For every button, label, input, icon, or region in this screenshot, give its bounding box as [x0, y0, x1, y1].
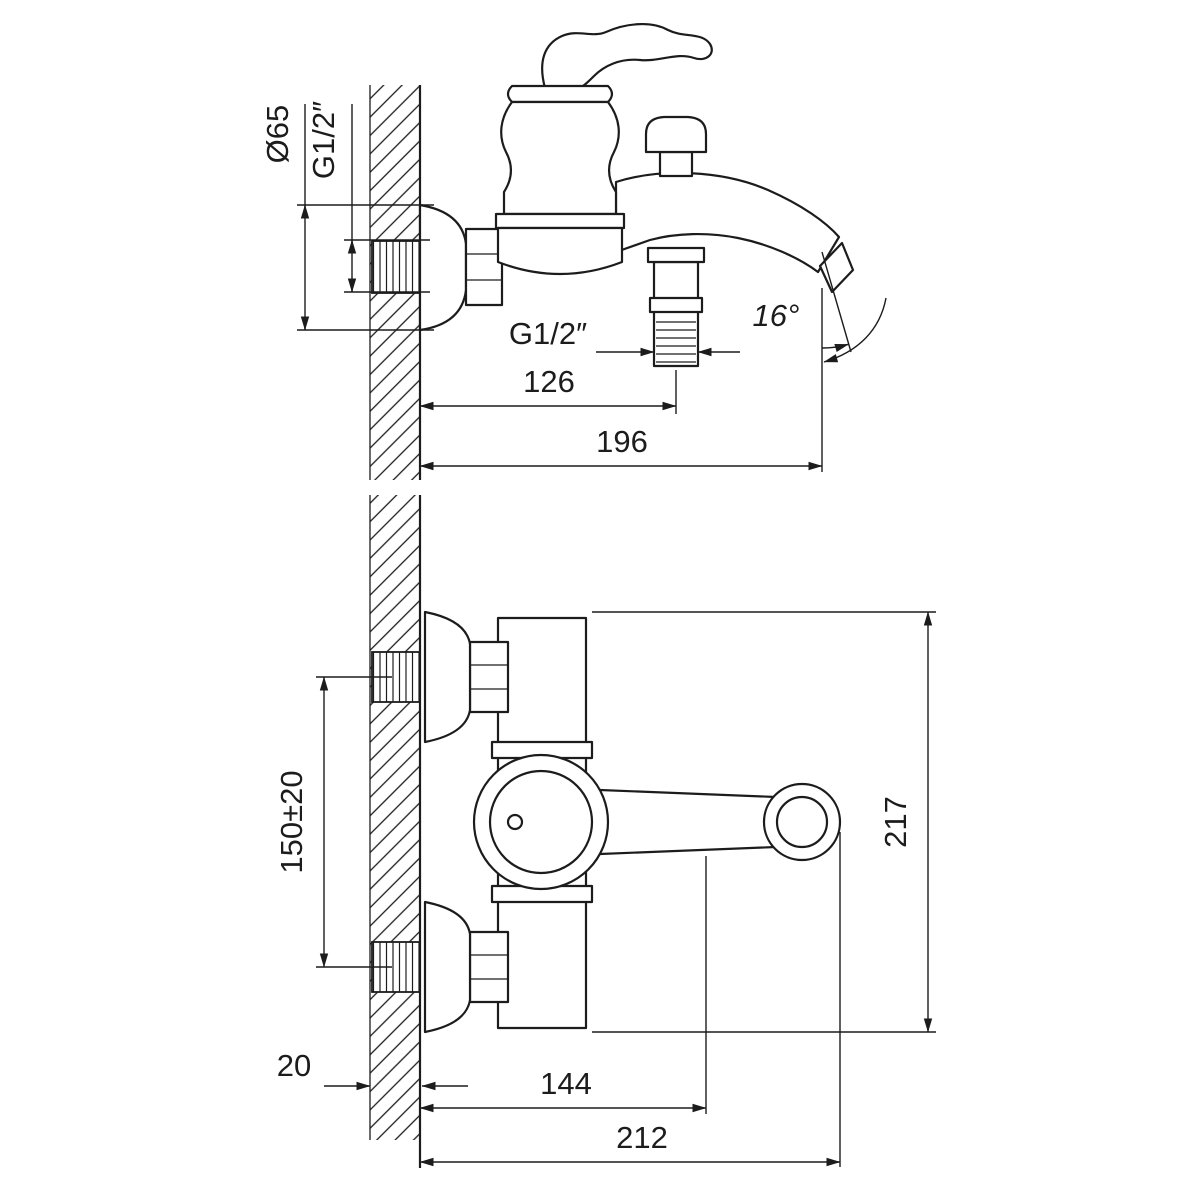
faucet-body-side: [494, 84, 626, 276]
escutcheon-top: [423, 610, 472, 744]
spout-aerator: [818, 241, 855, 294]
escutcheon-bottom: [423, 900, 472, 1034]
spout: [614, 171, 841, 274]
dimension-hose-thread: G1/2″: [509, 316, 740, 357]
dimension-escutcheon-diameter: Ø65: [260, 104, 434, 331]
dimension-212: 212: [419, 832, 841, 1167]
dim-label-150: 150±20: [274, 770, 309, 873]
dim-label-hose-thread: G1/2″: [509, 316, 587, 351]
connection-nut-bottom: [468, 930, 510, 1004]
dim-label-144: 144: [540, 1066, 592, 1101]
dim-label-angle: 16°: [753, 298, 800, 333]
hose-port: [646, 246, 706, 368]
dimension-144: 144: [419, 856, 707, 1114]
dimension-150: 150±20: [274, 676, 392, 968]
dimension-inlet-thread: G1/2″: [306, 101, 430, 293]
dim-label-20: 20: [277, 1048, 311, 1083]
body-boss-inner: [488, 769, 594, 875]
front-view: 150±20 217 20 144 212: [274, 495, 936, 1168]
dim-label-inlet-thread: G1/2″: [306, 101, 341, 179]
connection-nut-top: [468, 640, 510, 714]
lever-handle-front: [599, 782, 842, 862]
dim-label-126: 126: [523, 364, 575, 399]
dim-label-escutcheon-diameter: Ø65: [260, 105, 295, 164]
dimension-217: 217: [592, 611, 936, 1033]
dimension-126: 126: [419, 364, 677, 414]
dimension-196: 196: [419, 288, 823, 472]
dim-label-196: 196: [596, 424, 648, 459]
boss-screw: [506, 813, 524, 831]
escutcheon-side: [418, 203, 468, 332]
inlet-thread-pipe: [371, 240, 421, 294]
connection-nut-side: [464, 227, 504, 307]
dim-label-212: 212: [616, 1120, 668, 1155]
wall-hatch-front: [370, 495, 420, 1140]
diverter-knob: [644, 115, 708, 178]
dimension-20: 20: [277, 1048, 468, 1091]
dim-label-217: 217: [878, 796, 913, 848]
lever-handle-side: [541, 22, 713, 90]
dimension-angle-16: 16°: [753, 251, 887, 363]
side-view: Ø65 G1/2″ G1/2″ 126 196: [260, 22, 887, 480]
